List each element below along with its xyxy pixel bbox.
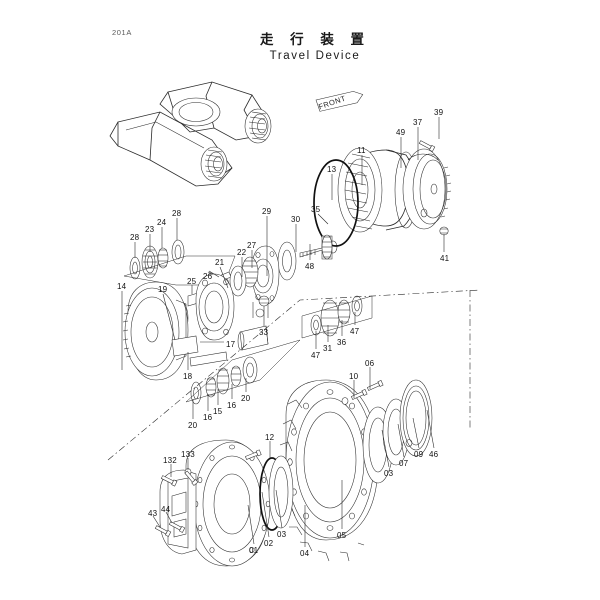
callout-25: 25 [187,277,197,286]
shaft-small-parts-group [185,339,301,405]
callout-18: 18 [183,372,193,381]
sun-gear-group [301,295,373,339]
leader-line [261,491,270,538]
leader-line [162,293,176,341]
callout-03: 03 [384,469,394,478]
callout-13: 13 [327,165,337,174]
callout-03: 03 [277,530,287,539]
gear-case-cover-29 [251,245,280,318]
page-code: 201A [112,28,132,37]
leader-line [317,213,329,225]
callout-20: 20 [188,421,198,430]
leader-line [412,417,420,449]
sprocket-05 [278,379,379,562]
leader-line [208,270,220,278]
title-english: Travel Device [269,49,361,62]
front-direction-arrow [315,91,364,112]
callout-17: 17 [226,340,236,349]
callout-14: 14 [117,282,127,291]
leader-line [397,423,405,458]
leader-line [247,504,255,545]
drive-shaft-assembly [299,234,333,260]
callout-46: 46 [429,450,439,459]
callout-10: 10 [349,372,359,381]
callout-12: 12 [265,433,275,442]
callout-33: 33 [259,328,269,337]
title-block: 走 行 装 置 Travel Device [225,33,405,62]
callout-16: 16 [227,401,237,410]
travel-motor-lower-assembly [154,439,294,567]
callout-43: 43 [148,509,158,518]
callout-04: 04 [300,549,310,558]
callout-02: 02 [264,539,274,548]
callout-23: 23 [145,225,155,234]
planetary-carrier-assembly [171,256,259,341]
callout-35: 35 [311,205,321,214]
callout-27: 27 [247,241,257,250]
leader-line [381,429,390,468]
callout-07: 07 [399,459,409,468]
leader-line [275,489,283,529]
callout-05: 05 [337,531,347,540]
callout-16: 16 [203,413,213,422]
callout-28: 28 [172,209,182,218]
plug-part-33 [258,295,270,307]
callout-41: 41 [440,254,450,263]
callout-22: 22 [237,248,247,257]
callout-01: 01 [249,546,259,555]
callout-48: 48 [305,262,315,271]
callout-24: 24 [157,218,167,227]
callout-21: 21 [215,258,225,267]
callout-31: 31 [323,344,333,353]
leader-line [165,511,173,524]
callout-06: 06 [365,359,375,368]
callout-28: 28 [130,233,140,242]
callout-11: 11 [357,146,366,155]
callout-36: 36 [337,338,347,347]
callout-30: 30 [291,215,301,224]
travel-motor-drum-14 [122,281,199,381]
callout-47: 47 [311,351,321,360]
callout-39: 39 [434,108,444,117]
motor-end-cover [402,139,452,236]
title-japanese: 走 行 装 置 [259,32,371,48]
callout-47: 47 [350,327,360,336]
callout-15: 15 [213,407,223,416]
callout-44: 44 [161,505,171,514]
callout-132: 132 [163,456,177,465]
callout-133: 133 [181,450,195,459]
callout-29: 29 [262,207,272,216]
callout-09: 09 [414,450,424,459]
callout-26: 26 [203,272,213,281]
leader-line [152,515,161,528]
leader-line-layer [121,117,445,547]
leader-line [426,409,435,449]
callout-19: 19 [158,285,168,294]
washer-30 [277,241,297,281]
callout-49: 49 [396,128,406,137]
section-split-line [107,289,481,461]
callout-37: 37 [413,118,423,127]
floating-seal-group [341,379,433,484]
leader-line [219,266,229,289]
callout-20: 20 [241,394,251,403]
bearing-parts-group [123,239,236,286]
track-frame-assembly [109,81,272,187]
